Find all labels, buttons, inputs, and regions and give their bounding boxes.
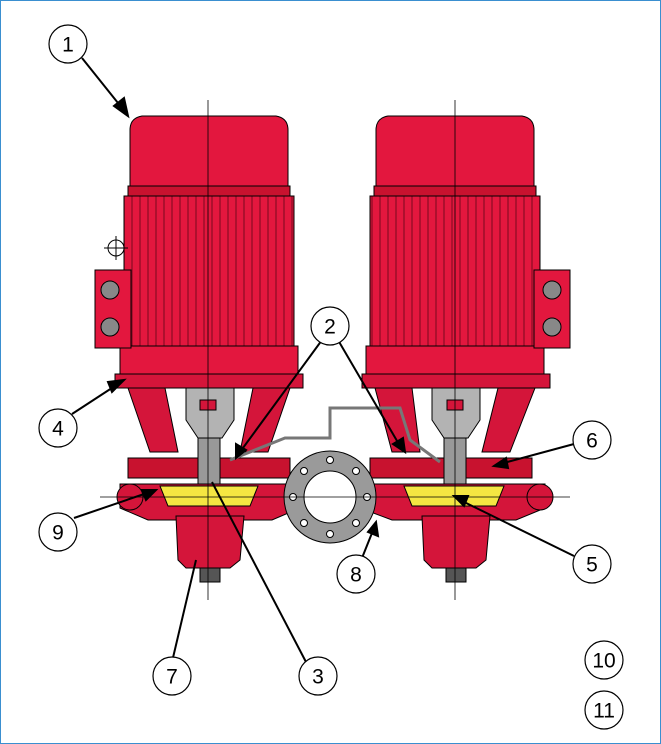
svg-text:9: 9 [52, 522, 64, 545]
callout-10: 10 [584, 640, 624, 680]
svg-text:7: 7 [166, 666, 178, 689]
callout-7: 7 [152, 656, 192, 696]
right-pump [359, 100, 571, 600]
left-lantern [114, 373, 304, 453]
svg-text:4: 4 [52, 418, 64, 441]
leader-lines [71, 57, 575, 663]
left-motor [94, 115, 299, 375]
callout-1: 1 [48, 24, 88, 64]
left-casing [116, 437, 301, 583]
callout-8: 8 [336, 554, 376, 594]
svg-text:6: 6 [586, 430, 598, 453]
callout-4: 4 [38, 408, 78, 448]
right-casing [359, 437, 554, 583]
svg-text:2: 2 [324, 316, 336, 339]
callout-9: 9 [38, 512, 78, 552]
svg-text:10: 10 [592, 650, 615, 673]
right-motor [365, 115, 571, 375]
callout-6: 6 [572, 420, 612, 460]
left-pump [94, 100, 304, 600]
bypass-pipe [229, 406, 441, 464]
svg-text:3: 3 [312, 666, 324, 689]
callout-11: 11 [584, 690, 624, 730]
svg-text:11: 11 [593, 700, 615, 723]
callout-5: 5 [572, 544, 612, 584]
svg-text:8: 8 [350, 564, 362, 587]
svg-text:1: 1 [62, 34, 74, 57]
callout-3: 3 [298, 656, 338, 696]
svg-text:5: 5 [586, 554, 598, 577]
callout-2: 2 [310, 306, 350, 346]
